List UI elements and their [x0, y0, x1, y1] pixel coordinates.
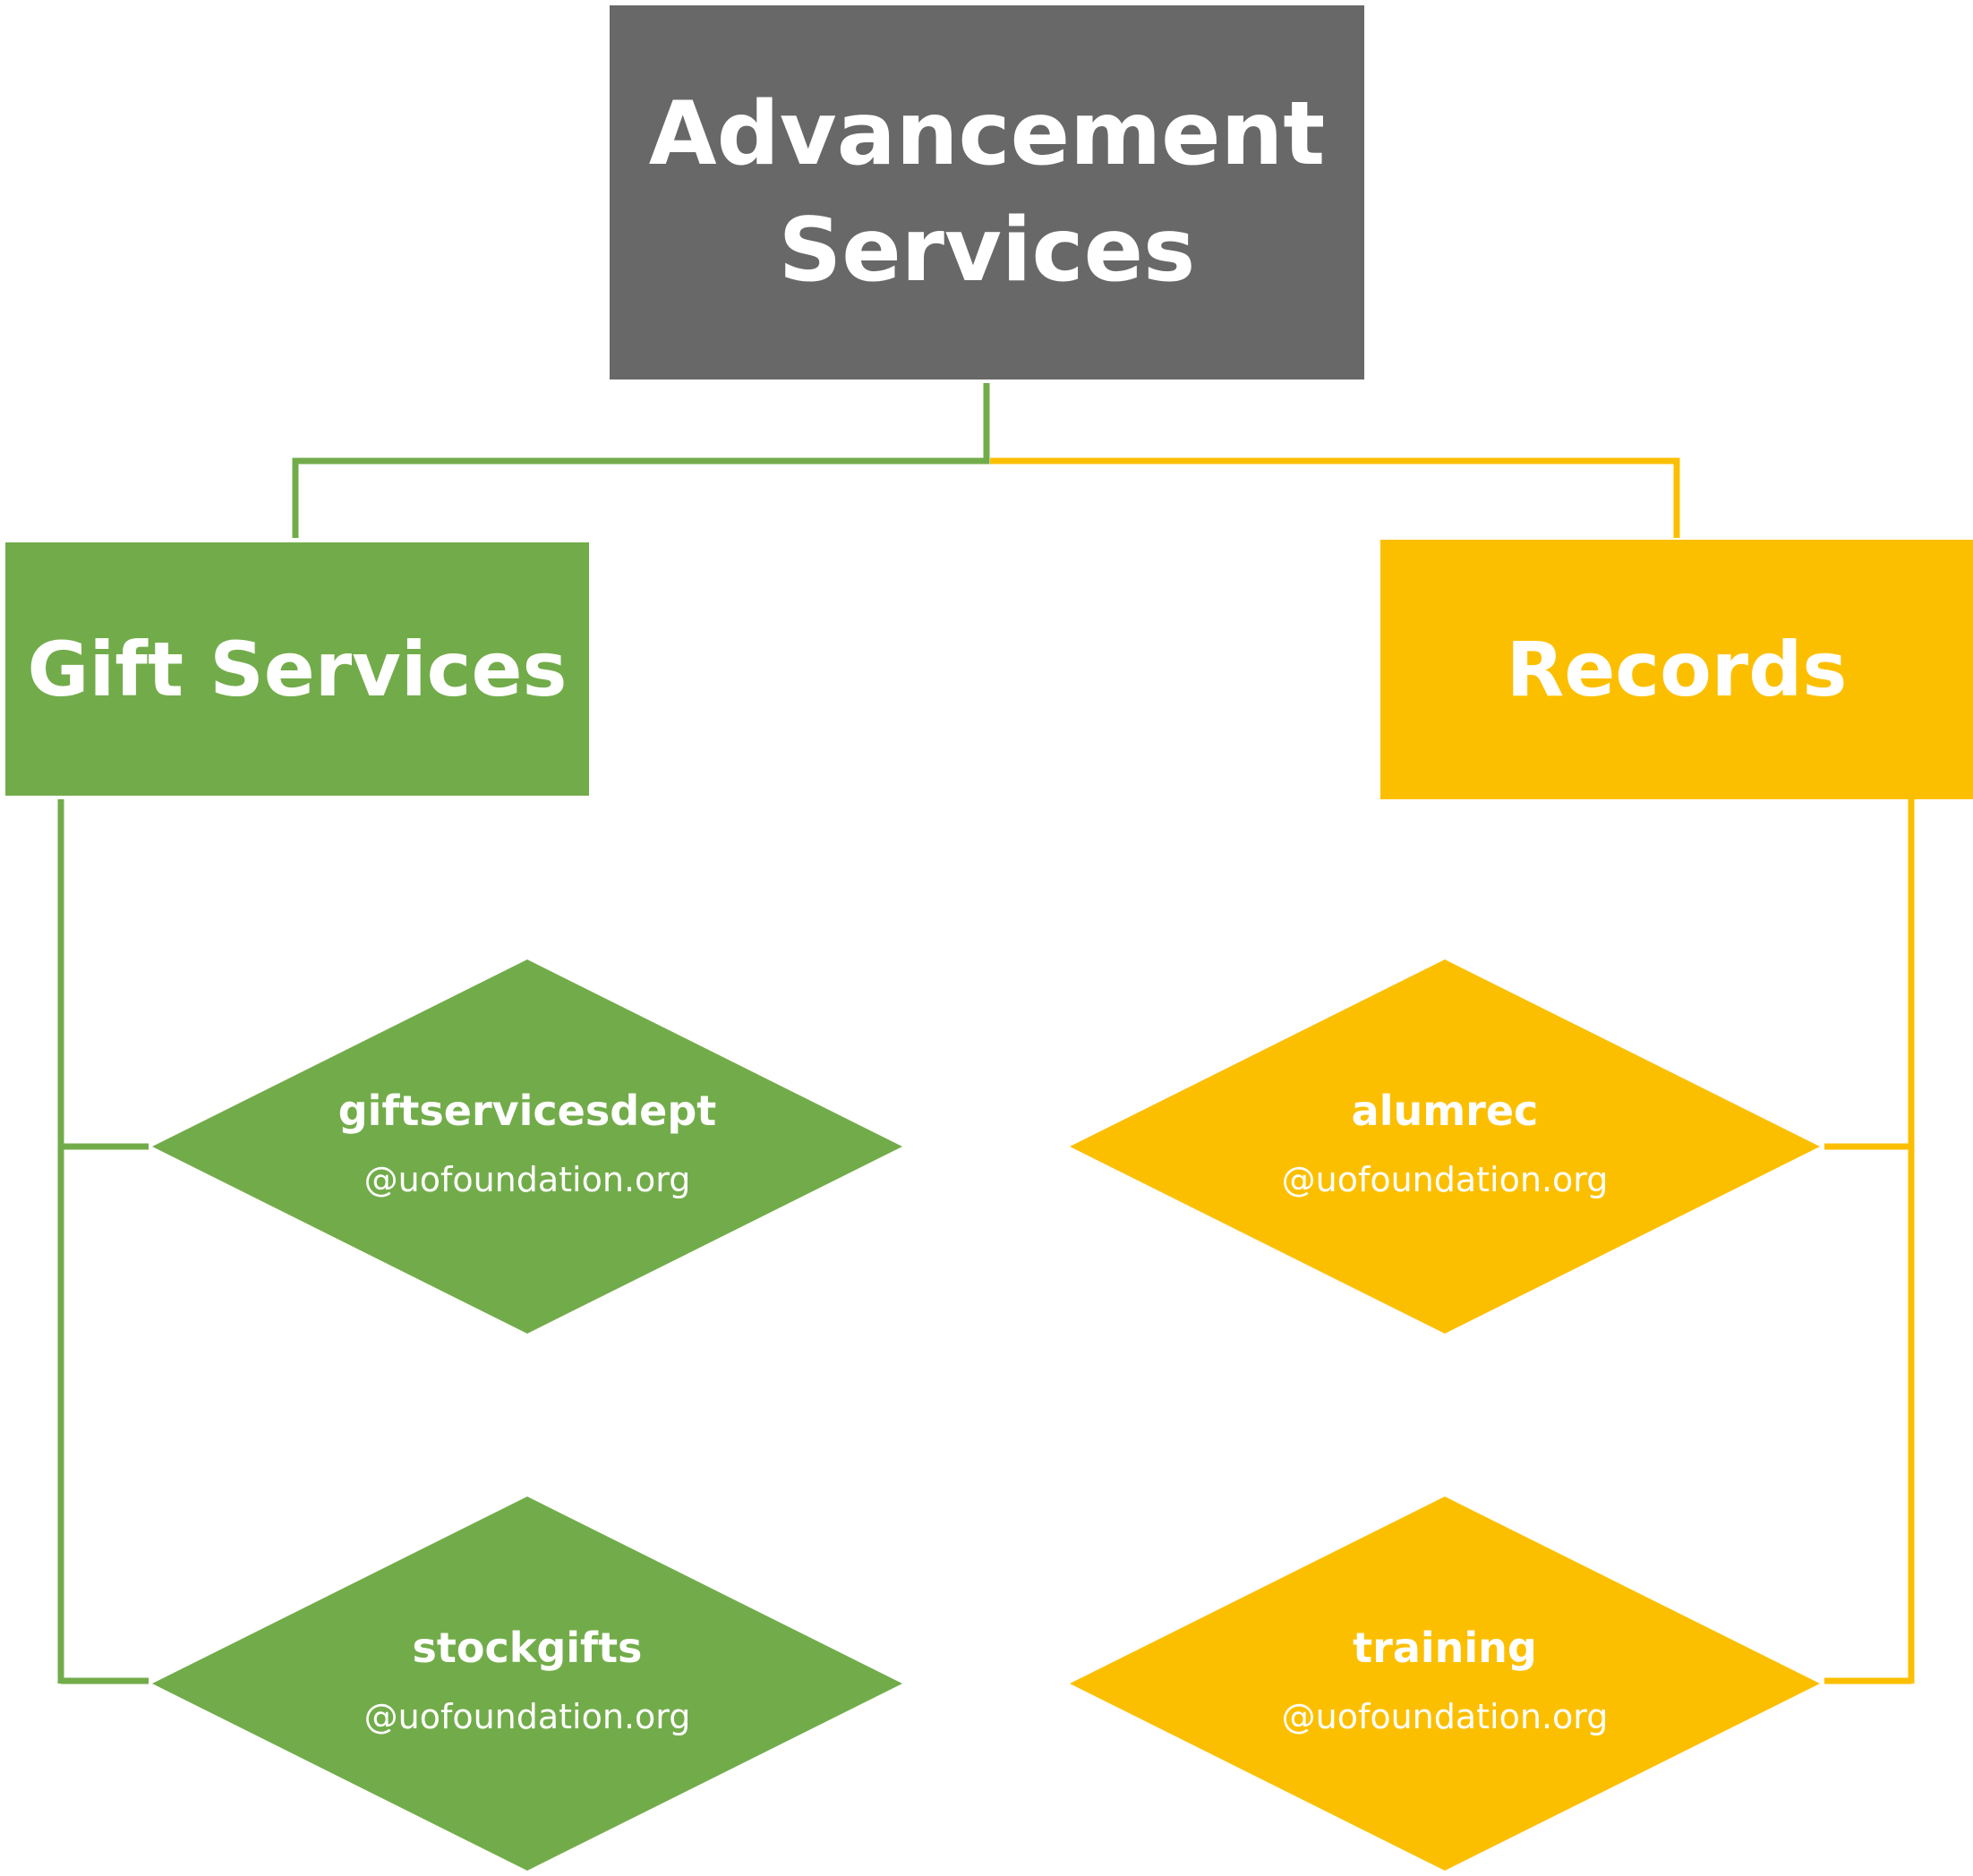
records-title: Records: [1506, 626, 1848, 713]
gift-box-shape: [5, 542, 589, 796]
records-node: Records: [1380, 540, 1973, 799]
root-title-line2: Services: [778, 200, 1196, 302]
connector-root-gift: [292, 383, 990, 538]
gift-services-node: Gift Services: [5, 542, 589, 796]
diamond-alumrec: [1070, 959, 1820, 1334]
advancement-services-node: Advancement Services: [610, 5, 1364, 379]
email-alumrec: alumrec @uofoundation.org: [1069, 1084, 1821, 1202]
email-domain: @uofoundation.org: [363, 1160, 691, 1199]
diamond-giftservicesdept: [152, 959, 902, 1334]
email-domain: @uofoundation.org: [1281, 1697, 1609, 1736]
diamond-training: [1070, 1497, 1820, 1871]
email-user: alumrec: [1351, 1087, 1539, 1135]
email-training: training @uofoundation.org: [1069, 1621, 1821, 1739]
email-user: training: [1353, 1624, 1537, 1672]
diamond-stockgifts: [152, 1497, 902, 1871]
gift-services-title: Gift Services: [27, 625, 568, 713]
connector-root-records: [990, 457, 1680, 538]
records-box-shape: [1380, 540, 1973, 799]
email-user: giftservicesdept: [337, 1087, 717, 1135]
email-stockgifts: stockgifts @uofoundation.org: [151, 1621, 903, 1739]
email-domain: @uofoundation.org: [1281, 1160, 1609, 1199]
root-title-line1: Advancement: [648, 83, 1326, 185]
email-giftservicesdept: giftservicesdept @uofoundation.org: [151, 1084, 903, 1202]
email-domain: @uofoundation.org: [363, 1697, 691, 1736]
email-user: stockgifts: [412, 1624, 643, 1672]
root-box-shape: [610, 5, 1364, 379]
